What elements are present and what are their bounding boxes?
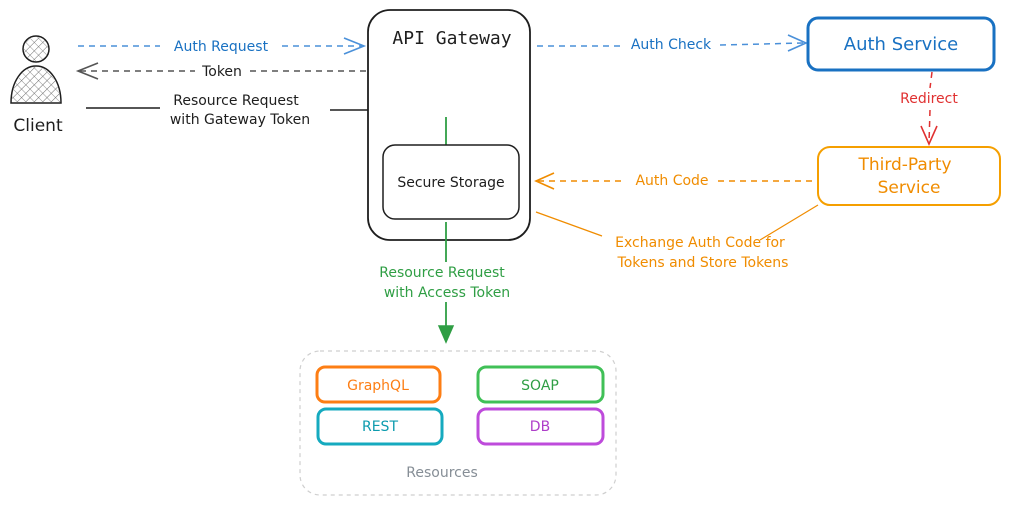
edge-exchange-auth-code: Exchange Auth Code for Tokens and Store … (535, 204, 819, 271)
resource-request-access-line1: Resource Request (379, 265, 505, 281)
arrowhead-icon (343, 37, 367, 55)
exchange-line2: Tokens and Store Tokens (617, 255, 789, 271)
graphql-label: GraphQL (347, 378, 409, 394)
auth-check-label: Auth Check (631, 37, 712, 53)
arrowhead-icon (437, 325, 455, 344)
edge-token: Token (75, 62, 366, 80)
resource-rest: REST (316, 407, 444, 446)
auth-service-label: Auth Service (844, 34, 958, 55)
api-gateway-node: API Gateway Secure Storage (367, 9, 531, 241)
edge-resource-request-access-token: Resource Request with Access Token (379, 222, 510, 344)
rest-label: REST (362, 419, 398, 435)
auth-code-label: Auth Code (635, 173, 708, 189)
arrowhead-icon (920, 125, 938, 146)
edge-auth-code: Auth Code (534, 172, 814, 190)
soap-label: SOAP (521, 378, 559, 394)
secure-storage-label: Secure Storage (397, 175, 504, 191)
auth-service-node: Auth Service (806, 16, 996, 72)
third-party-line2: Service (878, 178, 941, 198)
db-label: DB (530, 419, 550, 435)
resource-graphql: GraphQL (315, 365, 442, 404)
secure-storage-node: Secure Storage (382, 144, 520, 220)
token-label: Token (201, 64, 242, 80)
client-node: Client (10, 35, 63, 136)
edge-auth-request: Auth Request (78, 37, 367, 55)
redirect-label: Redirect (900, 91, 958, 107)
resource-db: DB (476, 407, 605, 446)
person-icon (10, 35, 62, 104)
third-party-line1: Third-Party (857, 155, 951, 175)
auth-request-label: Auth Request (174, 39, 269, 55)
resource-request-gw-line2: with Gateway Token (170, 112, 310, 128)
arrowhead-icon (75, 62, 99, 80)
client-label: Client (13, 116, 63, 136)
edge-redirect: Redirect (900, 71, 958, 146)
arrowhead-icon (787, 34, 808, 52)
resource-request-gw-line1: Resource Request (173, 93, 299, 109)
api-gateway-title: API Gateway (392, 28, 511, 49)
third-party-service-node: Third-Party Service (817, 146, 1001, 206)
resource-soap: SOAP (476, 365, 605, 404)
exchange-line1: Exchange Auth Code for (615, 235, 785, 251)
arrowhead-icon (534, 172, 555, 190)
edge-auth-check: Auth Check (537, 34, 808, 53)
resources-group-label: Resources (406, 465, 478, 481)
resource-request-access-line2: with Access Token (384, 285, 510, 301)
resources-group: GraphQL SOAP REST DB Resources (299, 350, 617, 496)
